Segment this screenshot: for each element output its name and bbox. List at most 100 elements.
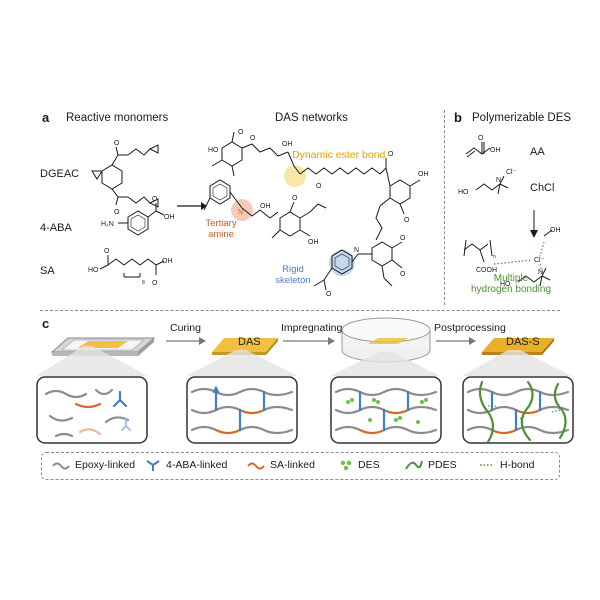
panel-a-letter: a — [42, 110, 50, 125]
dynamic-ester-label: Dynamic ester bond — [292, 149, 386, 161]
svg-text:HO: HO — [500, 281, 511, 288]
svg-text:O: O — [400, 235, 406, 242]
legend-label-pdes: PDES — [428, 459, 457, 471]
svg-text:COOH: COOH — [476, 267, 497, 274]
svg-text:O: O — [114, 140, 120, 147]
svg-text:HO: HO — [208, 147, 219, 154]
svg-text:OH: OH — [308, 239, 319, 246]
legend-label-epoxy: Epoxy-linked — [75, 459, 136, 471]
svg-text:O: O — [152, 280, 158, 287]
svg-text:OH: OH — [550, 227, 561, 234]
legend: Epoxy-linked 4-ABA-linked SA-linked DES … — [41, 452, 560, 480]
ester-highlight — [284, 165, 306, 187]
step-label-postprocessing: Postprocessing — [434, 322, 506, 334]
svg-text:HO: HO — [88, 267, 99, 274]
svg-text:O: O — [316, 183, 322, 190]
reaction-arrow — [177, 202, 207, 210]
des-component-aa: AA — [530, 146, 545, 158]
svg-text:O: O — [238, 129, 244, 136]
panel-divider-horizontal — [40, 310, 560, 311]
svg-text:O: O — [478, 135, 484, 142]
legend-item-des: DES — [339, 459, 380, 471]
svg-text:Cl⁻: Cl⁻ — [506, 169, 517, 176]
svg-text:HO: HO — [458, 189, 469, 196]
des-component-chcl: ChCl — [530, 182, 555, 194]
svg-text:H₂N: H₂N — [101, 221, 114, 228]
das-film-label: DAS — [238, 336, 261, 348]
svg-text:Cl⁻: Cl⁻ — [534, 257, 545, 264]
svg-text:OH: OH — [260, 203, 271, 210]
svg-text:O: O — [400, 271, 406, 278]
network-box-das-s — [462, 376, 574, 444]
svg-text:OH: OH — [282, 141, 293, 148]
tertiary-amine-line1: Tertiary — [205, 218, 237, 229]
svg-text:O: O — [292, 195, 298, 202]
svg-text:O: O — [404, 217, 410, 224]
aba-branch-icon — [146, 460, 160, 471]
pdes-chain-icon — [405, 460, 423, 470]
legend-item-pdes: PDES — [405, 459, 457, 471]
svg-text:8: 8 — [142, 280, 145, 286]
impregnation-dish — [341, 317, 431, 363]
hbond-note-line2: hydrogen bonding — [470, 284, 552, 295]
svg-text:OH: OH — [164, 214, 175, 221]
tertiary-amine-label: Tertiary amine — [196, 218, 246, 240]
das-s-film-label: DAS-S — [506, 336, 540, 348]
network-box-initial — [36, 376, 148, 444]
svg-text:N: N — [354, 247, 359, 254]
reactive-monomers-title: Reactive monomers — [66, 112, 169, 124]
panel-divider-vertical — [444, 110, 445, 305]
legend-label-sa: SA-linked — [270, 459, 315, 471]
network-box-das — [186, 376, 298, 444]
network-box-impregnated — [330, 376, 442, 444]
panel-c-letter: c — [42, 316, 50, 331]
svg-text:OH: OH — [418, 171, 429, 178]
legend-label-des: DES — [358, 459, 380, 471]
rigid-highlight — [329, 250, 355, 276]
hbond-dots-icon — [480, 464, 494, 466]
step-label-impregnating: Impregnating — [281, 322, 343, 334]
svg-text:N: N — [538, 269, 543, 276]
monomer-structures-drawing: O O H₂N O OH O HO O OH 8 — [88, 140, 175, 287]
legend-label-4aba: 4-ABA-linked — [166, 459, 228, 471]
svg-text:O: O — [104, 248, 110, 255]
svg-text:N: N — [238, 209, 243, 216]
rigid-skeleton-line1: Rigid — [282, 264, 304, 275]
legend-item-hbond: H-bond — [479, 459, 534, 471]
monomer-label-4aba: 4-ABA — [40, 222, 72, 234]
polymerizable-des-title: Polymerizable DES — [472, 112, 572, 124]
hbond-note-line1: Multiple — [493, 273, 529, 284]
amine-highlight — [231, 199, 253, 221]
monomer-label-sa: SA — [40, 265, 55, 277]
panel-b-letter: b — [454, 110, 462, 125]
mold-with-resin — [50, 337, 156, 356]
svg-text:O: O — [152, 196, 158, 203]
sa-line-icon — [247, 462, 265, 470]
hbond-note: Multiple hydrogen bonding — [466, 273, 556, 295]
legend-item-epoxy: Epoxy-linked — [52, 459, 135, 471]
step-label-curing: Curing — [170, 322, 201, 334]
svg-text:OH: OH — [162, 258, 173, 265]
rigid-skeleton-line2: skeleton — [275, 275, 311, 286]
arrow-impregnating — [283, 337, 335, 345]
svg-text:n: n — [493, 254, 496, 260]
svg-text:O: O — [250, 135, 256, 142]
epoxy-line-icon — [52, 462, 70, 470]
des-molecule-icon — [340, 460, 352, 471]
tertiary-amine-line2: amine — [208, 229, 234, 240]
svg-text:O: O — [388, 151, 394, 158]
svg-text:O: O — [326, 291, 332, 298]
legend-item-sa: SA-linked — [247, 459, 315, 471]
rigid-skeleton-label: Rigid skeleton — [268, 264, 318, 286]
monomer-label-dgeac: DGEAC — [40, 168, 80, 180]
das-networks-title: DAS networks — [275, 112, 348, 124]
hbond-dots — [493, 241, 545, 273]
legend-item-4aba: 4-ABA-linked — [145, 459, 227, 471]
arrow-curing — [166, 337, 206, 345]
arrow-postprocessing — [436, 337, 476, 345]
svg-text:OH: OH — [490, 147, 501, 154]
svg-text:O: O — [114, 209, 120, 216]
